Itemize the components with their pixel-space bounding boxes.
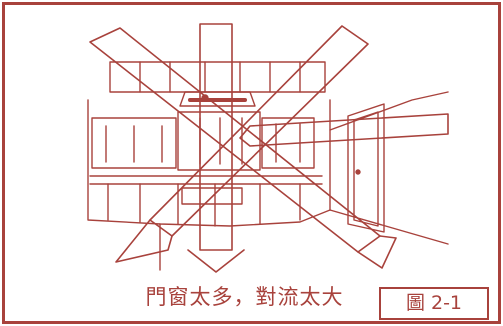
figure-frame bbox=[2, 2, 501, 324]
airflow-arrows bbox=[89, 23, 449, 273]
airflow-arrow-icon bbox=[187, 23, 245, 273]
figure-number-label: 圖 2-1 bbox=[379, 287, 489, 320]
upper-cabinets bbox=[109, 61, 326, 93]
door bbox=[347, 103, 385, 233]
airflow-arrow-icon bbox=[89, 27, 397, 269]
lower-cabinets bbox=[89, 175, 323, 227]
figure-caption: 門窗太多，對流太大 bbox=[145, 285, 344, 309]
range-hood bbox=[179, 91, 256, 107]
airflow-arrow-icon bbox=[115, 25, 369, 263]
kitchen-windows bbox=[91, 111, 315, 171]
airflow-arrow-icon bbox=[239, 113, 449, 147]
room-outline bbox=[87, 91, 449, 271]
